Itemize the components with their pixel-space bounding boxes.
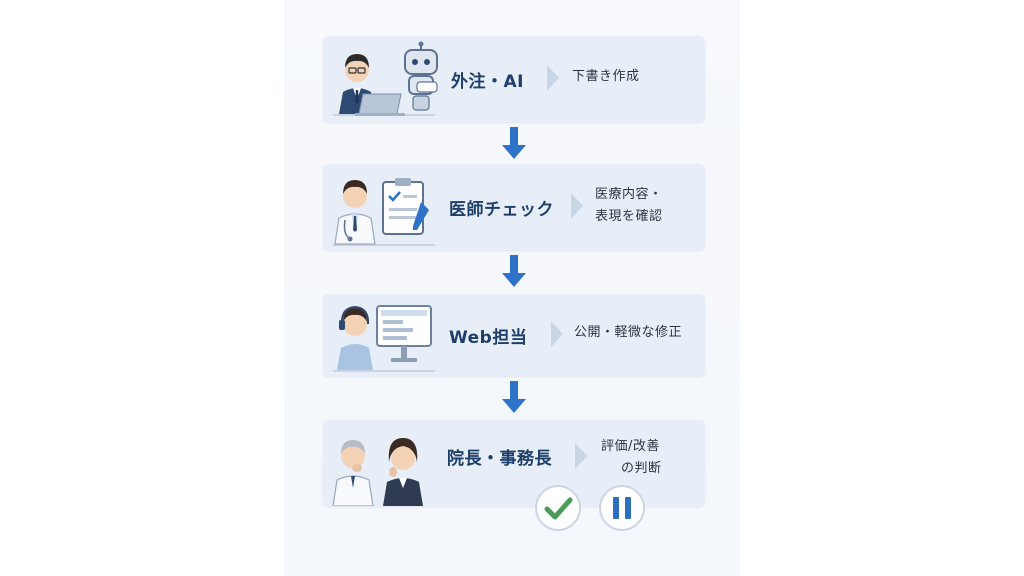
- arrow-down-icon: [502, 255, 526, 287]
- step-card-doctor-check: 医師チェック 医療内容・ 表現を確認: [323, 164, 705, 250]
- description-line: 評価/改善: [601, 439, 660, 454]
- chevron-right-icon: [571, 193, 583, 219]
- checkmark-icon: [535, 485, 581, 531]
- doctor-with-clipboard-icon: [333, 178, 435, 246]
- web-staff-at-monitor-icon: [333, 305, 435, 372]
- description-line: 公開・軽微な修正: [574, 325, 683, 340]
- step-description: 医療内容・ 表現を確認: [595, 184, 663, 228]
- step-role-label: 外注・AI: [451, 72, 524, 92]
- pause-icon: [599, 485, 645, 531]
- chevron-right-icon: [551, 321, 563, 347]
- arrow-down-icon: [502, 127, 526, 159]
- step-card-web-staff: Web担当 公開・軽微な修正: [323, 294, 705, 376]
- description-line: の判断: [621, 461, 662, 476]
- step-description: 下書き作成: [572, 66, 640, 88]
- director-and-manager-icon: [332, 438, 423, 506]
- description-line: 医療内容・: [595, 187, 663, 202]
- description-line: 下書き作成: [572, 69, 640, 84]
- description-line: 表現を確認: [595, 209, 663, 224]
- person-with-laptop-and-robot-icon: [333, 41, 438, 116]
- chevron-right-icon: [575, 443, 587, 469]
- step-role-label: 医師チェック: [449, 200, 554, 220]
- step-description: 公開・軽微な修正: [574, 322, 682, 344]
- step-description: 評価/改善 の判断: [601, 436, 662, 480]
- step-role-label: Web担当: [449, 328, 528, 348]
- arrow-down-icon: [502, 381, 526, 413]
- step-card-director-manager: 院長・事務長 評価/改善 の判断: [323, 420, 705, 506]
- step-card-outsource-ai: 外注・AI 下書き作成: [323, 36, 705, 122]
- step-role-label: 院長・事務長: [447, 449, 552, 469]
- chevron-right-icon: [547, 65, 559, 91]
